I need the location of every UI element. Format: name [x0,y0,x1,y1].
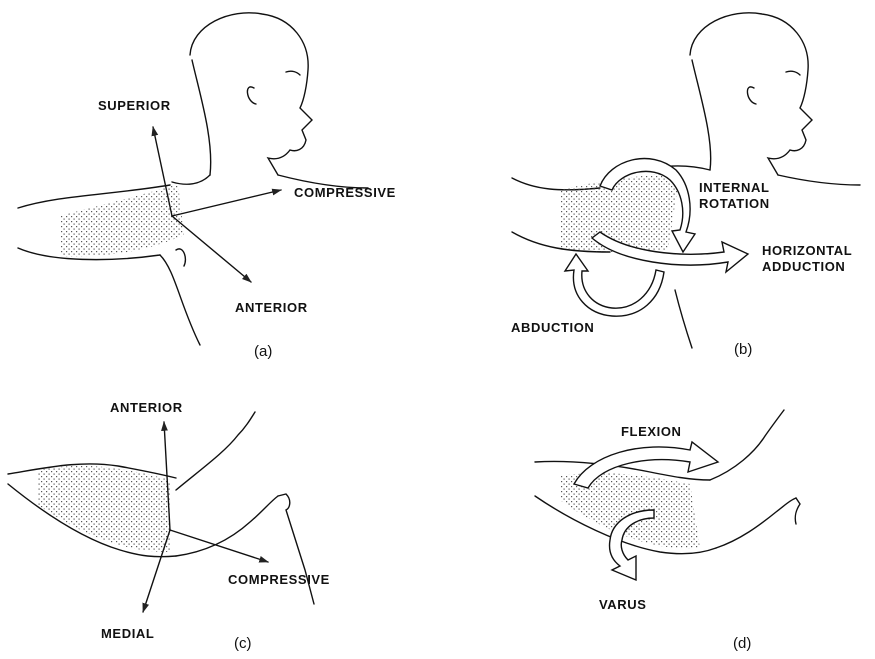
shaded-forearm-c [38,466,170,552]
label-compressive-a: COMPRESSIVE [294,185,396,200]
head-outline-a [190,13,312,175]
label-internal-rotation-line2: ROTATION [699,196,770,211]
label-horizontal-adduction-line1: HORIZONTAL [762,243,852,258]
compressive-arrow [172,190,281,216]
label-internal-rotation-line1: INTERNAL [699,180,770,195]
forearm-top-c [176,412,255,490]
caption-a: (a) [254,343,272,360]
eye-b [786,71,800,75]
label-abduction: ABDUCTION [511,320,594,335]
panel-a [18,13,368,345]
shaded-humerus-b [560,172,680,252]
forearm-bottom-c [176,496,278,556]
abduction-arrow [565,254,664,316]
shaded-humerus-a [60,184,184,256]
ear-b [747,87,756,104]
wrist-d [795,498,800,524]
chest-line-b [778,175,860,185]
wrist-c [278,494,314,604]
forearm-top-d [710,410,784,480]
forearm-bottom-d [716,498,796,548]
label-anterior-c: ANTERIOR [110,400,183,415]
shoulder-line-a [172,175,210,184]
caption-b: (b) [734,341,752,358]
caption-c: (c) [234,635,252,652]
caption-d: (d) [733,635,751,652]
label-superior: SUPERIOR [98,98,171,113]
anterior-arrow [172,216,251,282]
eye-a [286,71,300,75]
torso-line-b [675,290,692,348]
label-flexion: FLEXION [621,424,682,439]
label-compressive-c: COMPRESSIVE [228,572,330,587]
label-horizontal-adduction-line2: ADDUCTION [762,259,845,274]
neck-back-a [192,60,211,175]
label-anterior-a: ANTERIOR [235,300,308,315]
label-medial: MEDIAL [101,626,154,641]
head-outline-b [690,13,812,175]
ear-a [247,87,256,104]
panel-b [512,13,860,348]
axilla-line-a [176,249,185,266]
label-varus: VARUS [599,597,647,612]
compressive-arrow-c [170,530,268,562]
neck-back-b [692,60,711,170]
torso-line-a [160,255,200,345]
